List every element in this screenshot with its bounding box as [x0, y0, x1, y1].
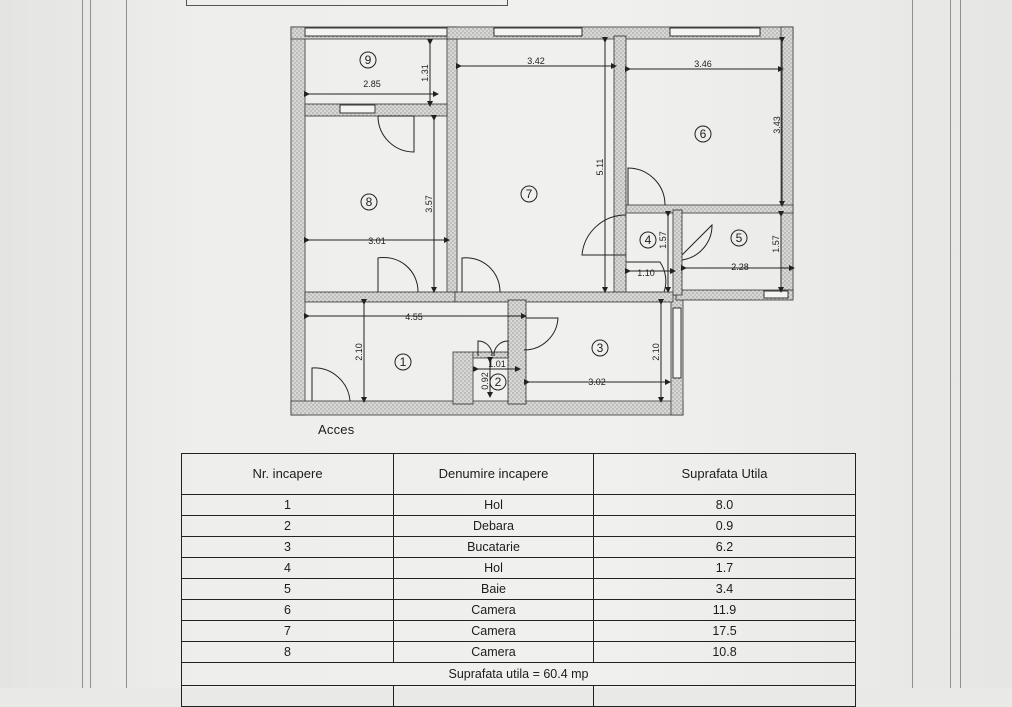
- room-marker-2: 2: [495, 375, 502, 389]
- dim-r3-height: 2.10: [651, 343, 661, 361]
- dimension-lines: [304, 37, 795, 403]
- dim-r1-width: 4.55: [405, 312, 423, 322]
- dim-r8-height: 3.57: [424, 195, 434, 213]
- cell-room-number: 7: [181, 620, 394, 642]
- cell-cut: [393, 685, 594, 707]
- room-marker-6: 6: [700, 127, 707, 141]
- dim-r5-height: 1.57: [771, 235, 781, 253]
- cell-room-area: 10.8: [593, 641, 856, 663]
- header-useful-area: Suprafata Utila: [593, 453, 856, 495]
- cell-room-number: 1: [181, 494, 394, 516]
- cell-room-name: Hol: [393, 494, 594, 516]
- table-row: 5 Baie 3.4: [181, 578, 856, 600]
- table-row-cut-off: [181, 685, 856, 707]
- cell-room-number: 3: [181, 536, 394, 558]
- windows: [304, 27, 789, 379]
- cell-room-name: Camera: [393, 641, 594, 663]
- table-header-row: Nr. incapere Denumire incapere Suprafata…: [181, 453, 856, 495]
- room-marker-8: 8: [366, 195, 373, 209]
- dim-r4-width: 1.10: [637, 268, 655, 278]
- cell-room-area: 11.9: [593, 599, 856, 621]
- room-marker-5: 5: [736, 231, 743, 245]
- margin-line: [126, 0, 127, 688]
- cell-room-area: 0.9: [593, 515, 856, 537]
- margin-line: [82, 0, 83, 688]
- room-marker-4: 4: [645, 233, 652, 247]
- dimension-labels: 2.85 1.31 3.42 5.11 3.46 3.43 3.01 3.57 …: [354, 56, 782, 390]
- room-marker-3: 3: [597, 341, 604, 355]
- cell-room-name: Camera: [393, 620, 594, 642]
- dim-r7-width: 3.42: [527, 56, 545, 66]
- table-row: 3 Bucatarie 6.2: [181, 536, 856, 558]
- total-useful-area: Suprafata utila = 60.4 mp: [181, 662, 856, 686]
- dim-r1-height: 2.10: [354, 343, 364, 361]
- table-row: 4 Hol 1.7: [181, 557, 856, 579]
- table-row: 7 Camera 17.5: [181, 620, 856, 642]
- floor-plan: 2.85 1.31 3.42 5.11 3.46 3.43 3.01 3.57 …: [290, 26, 795, 416]
- cell-room-name: Camera: [393, 599, 594, 621]
- dim-r6-height: 3.43: [772, 116, 782, 134]
- cell-cut: [181, 685, 394, 707]
- room-marker-7: 7: [526, 187, 533, 201]
- dim-r2-width: 1.01: [488, 359, 506, 369]
- cell-room-name: Baie: [393, 578, 594, 600]
- margin-line: [950, 0, 951, 688]
- table-row: 8 Camera 10.8: [181, 641, 856, 663]
- header-room-number: Nr. incapere: [181, 453, 394, 495]
- dim-r8-width: 3.01: [368, 236, 386, 246]
- table-row: 1 Hol 8.0: [181, 494, 856, 516]
- cell-room-name: Hol: [393, 557, 594, 579]
- margin-line: [960, 0, 961, 688]
- cell-room-number: 8: [181, 641, 394, 663]
- room-marker-1: 1: [400, 355, 407, 369]
- dim-r5-width: 2.28: [731, 262, 749, 272]
- cell-room-number: 2: [181, 515, 394, 537]
- cell-room-area: 8.0: [593, 494, 856, 516]
- cell-room-number: 5: [181, 578, 394, 600]
- table-total-row: Suprafata utila = 60.4 mp: [181, 662, 856, 686]
- dim-r6-width: 3.46: [694, 59, 712, 69]
- header-room-name: Denumire incapere: [393, 453, 594, 495]
- access-label: Acces: [318, 422, 355, 437]
- cell-room-area: 1.7: [593, 557, 856, 579]
- cell-room-number: 4: [181, 557, 394, 579]
- top-table-edge: [186, 0, 508, 6]
- cell-room-number: 6: [181, 599, 394, 621]
- room-markers: 1 2 3 4 5 6 7 8 9: [359, 51, 748, 391]
- dim-r4-height: 1.57: [658, 231, 668, 249]
- table-row: 6 Camera 11.9: [181, 599, 856, 621]
- cell-room-area: 17.5: [593, 620, 856, 642]
- cell-room-area: 3.4: [593, 578, 856, 600]
- room-marker-9: 9: [365, 53, 372, 67]
- dim-r9-width: 2.85: [363, 79, 381, 89]
- table-row: 2 Debara 0.9: [181, 515, 856, 537]
- margin-line: [90, 0, 91, 688]
- dim-r9-height: 1.31: [420, 64, 430, 82]
- room-surface-table: Nr. incapere Denumire incapere Suprafata…: [181, 453, 856, 707]
- cell-room-name: Debara: [393, 515, 594, 537]
- cell-room-name: Bucatarie: [393, 536, 594, 558]
- cell-cut: [593, 685, 856, 707]
- dim-r2-height: 0.92: [480, 372, 490, 390]
- cell-room-area: 6.2: [593, 536, 856, 558]
- doors: [311, 115, 713, 402]
- margin-line: [912, 0, 913, 688]
- dim-r7-height: 5.11: [595, 159, 605, 176]
- dim-r3-width: 3.02: [588, 377, 606, 387]
